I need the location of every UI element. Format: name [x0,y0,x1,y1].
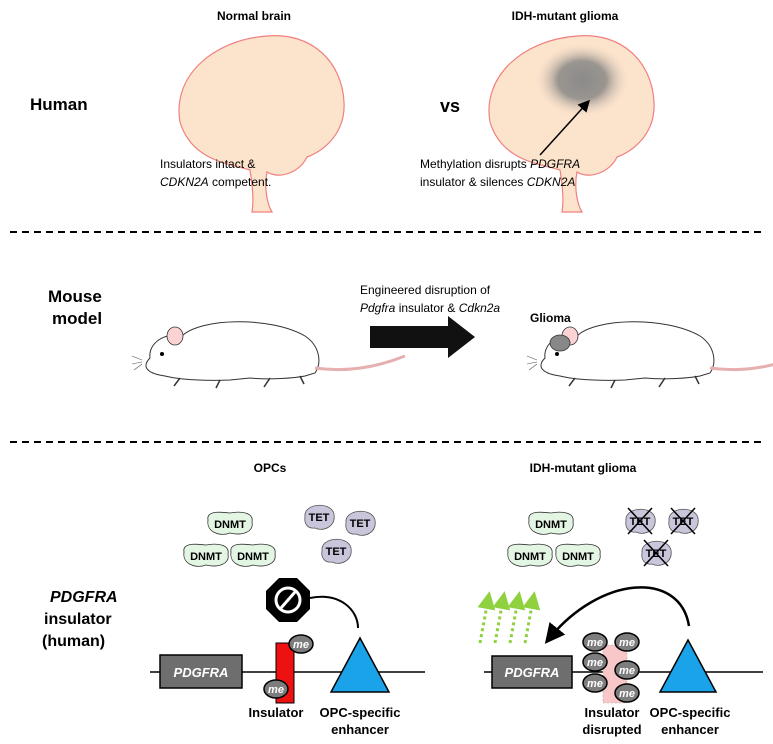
dnmt-enzyme: DNMT [183,543,229,567]
glioma-caption: Methylation disrupts PDGFRA [420,157,580,171]
methyl-mark [288,634,314,654]
disrupted-label-2: disrupted [582,722,641,737]
methyl-mark [582,632,608,652]
dnmt-label: DNMT [535,519,567,531]
methyl-mark [582,652,608,672]
mouse-arrow-text-2: Pdgfra insulator & Cdkn2a [360,301,500,315]
enhancer-label: OPC-specific [650,705,731,720]
pdgfra-gene-box [491,655,573,689]
inactive-tet-enzyme: TET [668,507,699,535]
tet-enzyme: TET [345,510,376,536]
inactive-tet-enzyme: TET [641,539,672,567]
dnmt-label: DNMT [190,551,222,563]
activation-arrows [477,591,541,644]
insulator-row-label-3: (human) [42,633,105,650]
enhancer-activation-arrow [544,586,691,644]
insulator-label: Insulator [249,705,304,720]
insulator-row-label: PDGFRA [50,589,118,606]
opc-title: OPCs [254,461,287,475]
tet-label: TET [309,512,330,524]
methyl-mark [263,679,289,699]
dnmt-enzyme: DNMT [555,543,601,567]
dnmt-enzyme: DNMT [230,543,276,567]
mouse-glioma [525,320,773,390]
dnmt-enzyme: DNMT [207,511,253,535]
glioma-title: IDH-mutant glioma [512,9,619,23]
enzymes: DNMT DNMT DNMT DNMT DNMT DNMT TET TET TET TET TET T… [183,504,699,567]
mouse-glioma-label: Glioma [530,311,571,325]
enhancer-triangle [658,638,718,693]
enhancer-triangle [329,636,391,693]
human-row-label: Human [30,95,88,114]
mouse-normal [130,320,407,390]
tet-enzyme: TET [321,538,352,564]
gene-label: PDGFRA [505,665,560,680]
insulator-row-label-2: insulator [44,611,112,628]
tet-label: TET [350,518,371,530]
methyl-mark [582,673,608,693]
methyl-mark [614,683,640,703]
glioma-brain [488,35,655,213]
enhancer-label: OPC-specific [320,705,401,720]
mouse-row-label: Mouse [48,287,102,306]
gene-label: PDGFRA [174,665,229,680]
tet-enzyme: TET [304,504,335,530]
enhancer-loop [309,595,359,629]
dnmt-enzyme: DNMT [507,543,553,567]
disrupted-label: Insulator [585,705,640,720]
glioma-caption-line2: insulator & silences CDKN2A [420,175,575,189]
inactive-tet-enzyme: TET [625,507,656,535]
vs-label: vs [440,96,460,116]
methyl-mark [614,660,640,680]
tet-label: TET [326,546,347,558]
tumor-pointer-arrow [539,99,591,156]
enhancer-label-2: enhancer [661,722,719,737]
normal-brain-title: Normal brain [217,9,291,23]
dnmt-label: DNMT [562,551,594,563]
mouse-arrow-text: Engineered disruption of [360,283,491,297]
model-arrow [370,316,475,358]
mouse-row-label-2: model [52,309,102,328]
dnmt-label: DNMT [237,551,269,563]
normal-caption: Insulators intact & [160,157,255,171]
dnmt-label: DNMT [514,551,546,563]
normal-caption-line2: CDKN2A competent. [160,175,271,189]
glioma-title-bottom: IDH-mutant glioma [530,461,637,475]
enhancer-label-2: enhancer [331,722,389,737]
dnmt-enzyme: DNMT [528,511,574,535]
dnmt-label: DNMT [214,519,246,531]
methyl-mark [614,632,640,652]
pdgfra-gene-box [159,654,243,689]
